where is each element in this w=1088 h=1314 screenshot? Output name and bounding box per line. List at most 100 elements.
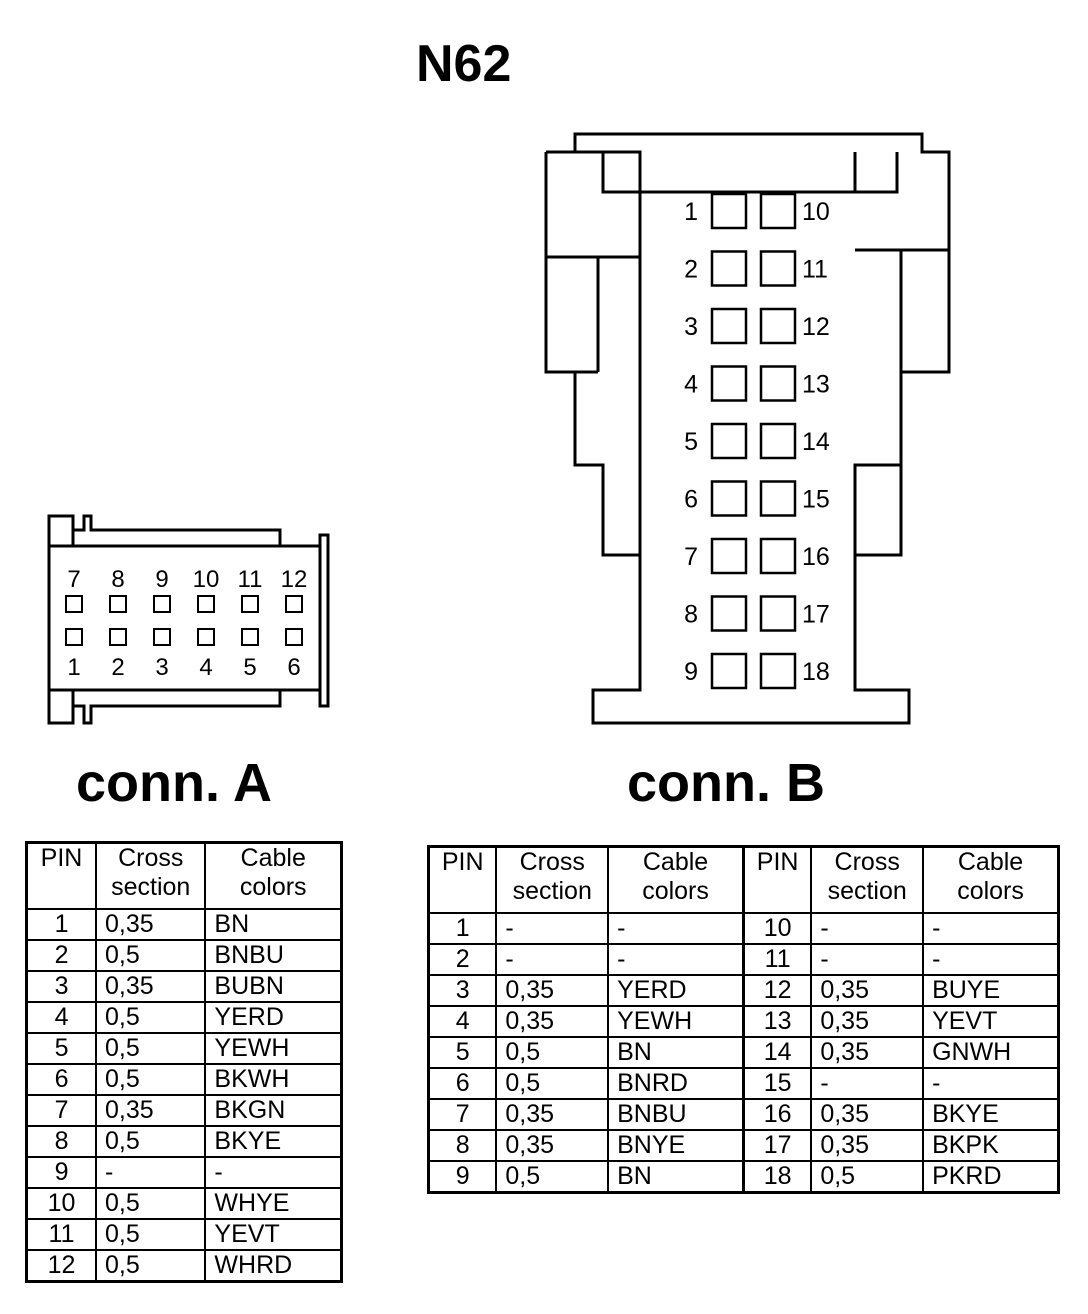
pin-cell: 3 (684, 307, 748, 345)
pin-number: 3 (155, 654, 168, 681)
header-pin: PIN (741, 845, 813, 914)
pin-cell: 9 (153, 566, 171, 613)
cable-color-cell: YEVT (922, 1005, 1060, 1038)
pin-cell: 7 (427, 1098, 498, 1131)
pin-cell: 4 (684, 365, 748, 402)
cable-color-cell: - (204, 1156, 343, 1189)
cable-color-cell: BKPK (922, 1129, 1060, 1162)
cable-color-cell: GNWH (922, 1036, 1060, 1069)
pin-number: 18 (802, 658, 830, 686)
header-pin: PIN (427, 845, 498, 914)
cable-color-cell: - (922, 912, 1060, 945)
cross-section-cell: 0,35 (495, 974, 610, 1007)
pin-cell: 6 (285, 628, 303, 681)
pin-cell: 4 (197, 628, 215, 681)
pin-number: 9 (155, 566, 168, 593)
cable-color-cell: WHRD (204, 1249, 343, 1283)
pin-cell: 1 (65, 628, 83, 681)
cross-section-cell: - (495, 943, 610, 976)
pin-socket (759, 480, 797, 517)
pin-cell: 2 (25, 939, 98, 972)
pin-socket (65, 628, 83, 646)
cross-section-cell: 0,35 (95, 1094, 207, 1127)
pin-socket (153, 595, 171, 613)
cross-section-cell: 0,35 (810, 1005, 925, 1038)
cable-color-cell: BUYE (922, 974, 1060, 1007)
cross-section-cell: 0,5 (95, 1032, 207, 1065)
pin-socket (710, 250, 748, 287)
pin-socket (241, 628, 259, 646)
pin-cell: 1 (25, 908, 98, 941)
cable-color-cell: BN (607, 1160, 745, 1194)
pin-number: 9 (684, 658, 698, 686)
cable-color-cell: BKGN (204, 1094, 343, 1127)
cable-color-cell: BKYE (922, 1098, 1060, 1131)
header-pin: PIN (25, 841, 98, 910)
pin-socket (710, 537, 748, 575)
cross-section-cell: 0,5 (95, 1001, 207, 1034)
pin-cell: 3 (153, 628, 171, 681)
table-row: 1--10-- (427, 912, 1060, 945)
pin-cell: 13 (741, 1005, 813, 1038)
cable-color-cell: - (922, 1067, 1060, 1100)
pin-number: 16 (802, 543, 830, 571)
pin-number: 4 (199, 654, 212, 681)
cross-section-cell: - (95, 1156, 207, 1189)
pin-cell: 15 (759, 480, 830, 517)
table-row: 9-- (25, 1156, 343, 1189)
pin-cell: 4 (25, 1001, 98, 1034)
pin-cell: 10 (741, 912, 813, 945)
pin-cell: 5 (241, 628, 259, 681)
pin-cell: 7 (684, 537, 748, 575)
table-row: 2--11-- (427, 943, 1060, 976)
pin-number: 15 (802, 486, 830, 514)
pin-socket (285, 595, 303, 613)
pin-number: 2 (684, 256, 698, 284)
pin-socket (109, 628, 127, 646)
pin-socket (759, 537, 797, 575)
cross-section-cell: 0,5 (495, 1067, 610, 1100)
cable-color-cell: YERD (204, 1001, 343, 1034)
pin-cell: 11 (25, 1218, 98, 1251)
pin-cell: 11 (238, 566, 262, 613)
pin-number: 6 (684, 486, 698, 514)
pin-cell: 9 (684, 652, 748, 690)
pin-cell: 5 (684, 422, 748, 460)
cross-section-cell: 0,5 (95, 939, 207, 972)
pin-socket (710, 422, 748, 460)
pin-number: 2 (111, 654, 124, 681)
cable-color-cell: BNBU (607, 1098, 745, 1131)
pin-cell: 7 (65, 566, 83, 613)
cable-color-cell: BN (607, 1036, 745, 1069)
page-title: N62 (416, 35, 512, 93)
cable-color-cell: - (607, 912, 745, 945)
cable-color-cell: YEWH (204, 1032, 343, 1065)
pin-cell: 10 (759, 192, 830, 230)
pin-cell: 6 (427, 1067, 498, 1100)
pin-cell: 12 (281, 566, 307, 613)
pin-number: 1 (684, 198, 698, 226)
pin-number: 3 (684, 313, 698, 341)
pin-cell: 10 (25, 1187, 98, 1220)
connector-b-label: conn. B (627, 753, 825, 813)
cross-section-cell: 0,35 (95, 908, 207, 941)
pin-socket (710, 480, 748, 517)
pin-cell: 9 (427, 1160, 498, 1194)
pin-number: 6 (287, 654, 300, 681)
